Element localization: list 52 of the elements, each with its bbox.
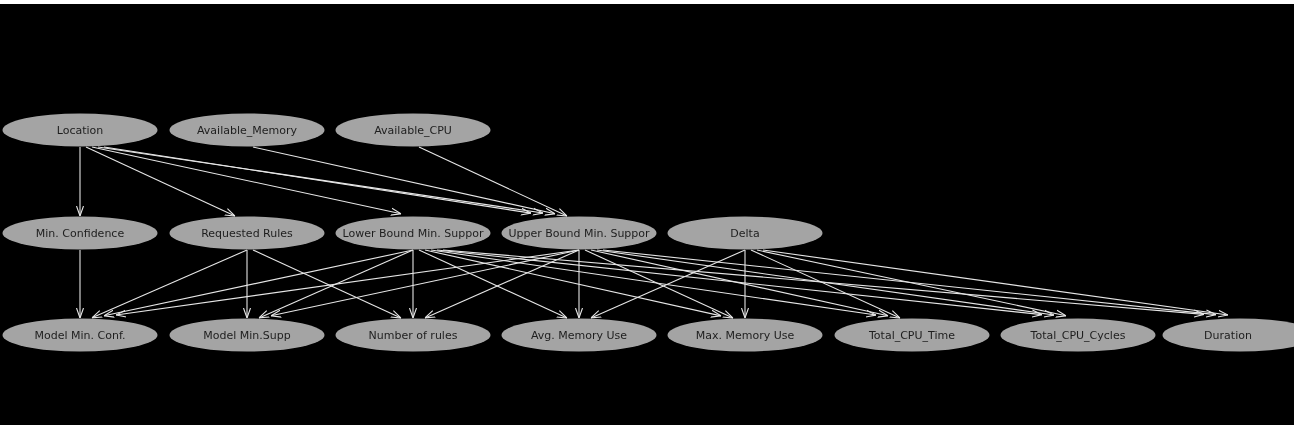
- arrow: [602, 249, 1217, 318]
- node-label: Upper Bound Min. Suppor: [508, 226, 650, 240]
- arrow: [762, 249, 1229, 318]
- ellipse-node: [834, 318, 990, 352]
- arrow: [590, 249, 889, 318]
- node-label: Model Min.Supp: [203, 328, 291, 342]
- ellipse-node: [1000, 318, 1156, 352]
- node-label: Max. Memory Use: [695, 328, 795, 342]
- node-label: Total_CPU_Time: [869, 328, 955, 342]
- ellipse-node: [667, 318, 823, 352]
- node-label: Available_CPU: [374, 123, 452, 137]
- node-label: Lower Bound Min. Suppor: [342, 226, 484, 240]
- node-label: Total_CPU_Cycles: [1030, 328, 1126, 342]
- arrow: [442, 249, 1205, 318]
- node-label: Requested Rules: [201, 226, 293, 240]
- ellipse-node: [335, 318, 491, 352]
- arrow: [418, 146, 568, 217]
- arrow: [75, 146, 85, 217]
- arrow: [430, 249, 877, 318]
- node-label: Model Min. Conf.: [34, 328, 126, 342]
- ellipse-node: [335, 216, 491, 250]
- arrow: [252, 146, 556, 216]
- arrow: [242, 249, 252, 319]
- node-label: Location: [56, 123, 104, 137]
- ellipse-node: [2, 113, 158, 147]
- ellipse-node: [667, 216, 823, 250]
- ellipse-node: [335, 113, 491, 147]
- ellipse-node: [501, 318, 657, 352]
- node-label: Min. Confidence: [35, 226, 125, 240]
- ellipse-node: [169, 216, 325, 250]
- arrow: [750, 249, 901, 319]
- node-label: Number of rules: [368, 328, 458, 342]
- arrow: [436, 249, 1043, 318]
- arrow: [596, 249, 1055, 318]
- node-label: Duration: [1204, 328, 1252, 342]
- node-label: Avg. Memory Use: [530, 328, 628, 342]
- arrow: [75, 249, 85, 319]
- ellipse-node: [169, 318, 325, 352]
- node-label: Delta: [730, 226, 760, 240]
- ellipse-node: [169, 113, 325, 147]
- arrow: [91, 146, 402, 216]
- arrow: [756, 249, 1067, 318]
- ellipse-node: [2, 318, 158, 352]
- arrow: [424, 249, 722, 318]
- arrow: [740, 249, 750, 319]
- arrow: [91, 249, 248, 319]
- ellipse-node: [2, 216, 158, 250]
- arrow: [85, 146, 236, 217]
- node-label: Available_Memory: [197, 123, 297, 137]
- arrow: [574, 249, 584, 319]
- ellipse-node: [501, 216, 657, 250]
- arrow: [408, 249, 418, 319]
